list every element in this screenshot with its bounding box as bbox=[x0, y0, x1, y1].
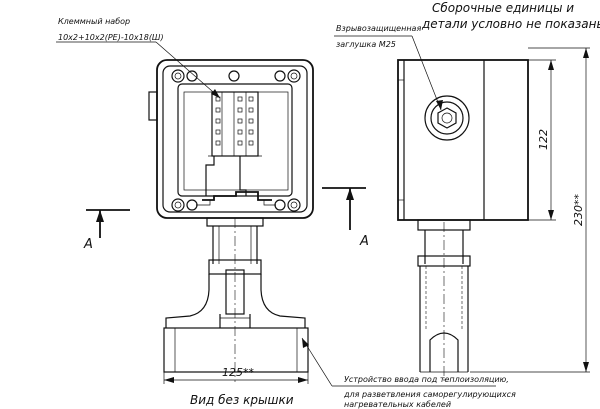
section-label-left: А bbox=[83, 237, 93, 252]
front-view bbox=[148, 59, 314, 382]
dimension-height-box: 122 bbox=[528, 59, 556, 221]
assembly-note-line1: Сборочные единицы и bbox=[432, 1, 574, 15]
entry-label-line2: для разветвления саморегулирующихся bbox=[343, 390, 516, 399]
dimension-width: 125** bbox=[163, 366, 309, 384]
terminal-callout: Клеммный набор 10х2+10х2(PE)-10х18(Ш) bbox=[56, 17, 221, 99]
section-marker-left: А bbox=[83, 209, 130, 252]
view-caption: Вид без крышки bbox=[190, 393, 294, 407]
entry-callout: Устройство ввода под теплоизоляцию, для … bbox=[301, 337, 516, 409]
dimension-height-total: 230** bbox=[470, 47, 590, 373]
side-view bbox=[397, 59, 529, 382]
dimension-height-box-label: 122 bbox=[537, 129, 550, 150]
section-label-right: А bbox=[359, 234, 369, 249]
terminal-block bbox=[208, 91, 262, 157]
plug-label-line2: заглушка М25 bbox=[336, 40, 396, 49]
plug-callout: Взрывозащищенная заглушка М25 bbox=[334, 24, 443, 111]
assembly-note-line2: детали условно не показаны bbox=[421, 17, 600, 31]
terminal-title: Клеммный набор bbox=[58, 17, 130, 26]
entry-label-line1: Устройство ввода под теплоизоляцию, bbox=[344, 375, 509, 384]
terminal-spec: 10х2+10х2(PE)-10х18(Ш) bbox=[58, 33, 164, 42]
plug-label-line1: Взрывозащищенная bbox=[336, 24, 421, 33]
entry-label-line3: нагревательных кабелей bbox=[344, 400, 451, 409]
dimension-height-total-label: 230** bbox=[572, 194, 585, 226]
dimension-width-label: 125** bbox=[222, 366, 254, 379]
section-marker-right: А bbox=[322, 187, 369, 249]
plug-icon bbox=[424, 95, 470, 141]
